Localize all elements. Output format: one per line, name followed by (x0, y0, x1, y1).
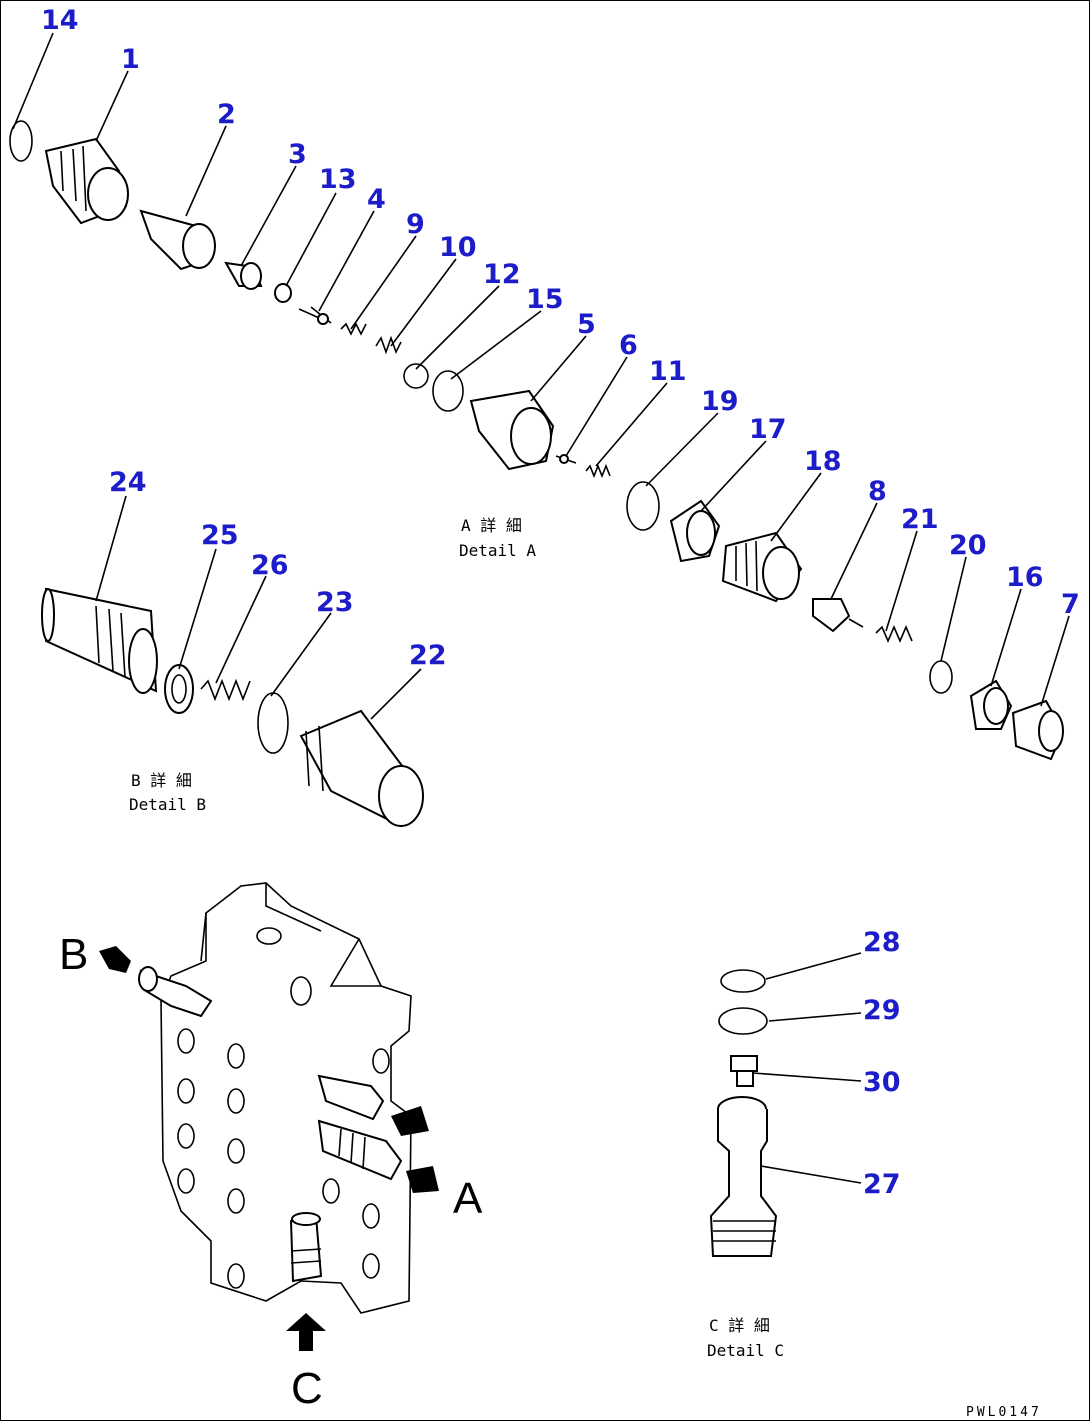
part-3-piston (224, 261, 263, 290)
part-15-oring (432, 370, 464, 412)
detail-captions: A 詳 細 Detail A B 詳 細 Detail B C 詳 細 Deta… (129, 516, 784, 1360)
callout-11: 11 (649, 356, 687, 387)
part-13-ring (274, 283, 292, 303)
detail-b-parts (41, 587, 424, 828)
detail-c-en: Detail C (707, 1341, 784, 1360)
part-12-ring (403, 363, 429, 389)
callout-18: 18 (804, 446, 842, 477)
part-29-oring (718, 1007, 768, 1035)
callout-20: 20 (949, 530, 987, 561)
callout-5: 5 (577, 309, 596, 340)
part-19-oring (626, 481, 660, 531)
part-27-valve-body (709, 1096, 778, 1257)
callout-14: 14 (41, 5, 79, 36)
part-2-sleeve (139, 209, 216, 271)
part-20-oring (929, 660, 953, 694)
callout-12: 12 (483, 259, 521, 290)
part-7-plug (1011, 699, 1065, 761)
callout-8: 8 (868, 476, 887, 507)
callout-22: 22 (409, 640, 447, 671)
detail-a-jp: A 詳 細 (461, 516, 522, 535)
drawing-code: PWL0147 (966, 1405, 1042, 1420)
part-30-plug (730, 1055, 758, 1087)
part-22-plug (299, 709, 424, 828)
part-26-spring (200, 678, 251, 702)
detail-c-parts (709, 969, 778, 1257)
part-25-retainer (164, 664, 194, 714)
view-label-c: C (291, 1364, 323, 1413)
arrow-a-lower-icon (406, 1166, 439, 1193)
part-9-spring (340, 322, 367, 336)
callout-numbers: 14 1 2 3 13 4 9 10 12 15 5 6 11 19 17 18… (41, 5, 1080, 1200)
part-14-oring (9, 120, 33, 162)
arrow-b-icon (99, 946, 131, 973)
part-5-housing (469, 389, 555, 471)
callout-27: 27 (863, 1169, 901, 1200)
part-10-spring (375, 335, 402, 355)
callout-24: 24 (109, 467, 147, 498)
callout-9: 9 (406, 209, 425, 240)
callout-2: 2 (217, 99, 236, 130)
callout-3: 3 (288, 139, 307, 170)
callout-29: 29 (863, 995, 901, 1026)
callout-23: 23 (316, 587, 354, 618)
view-label-a: A (453, 1174, 483, 1223)
callout-6: 6 (619, 330, 638, 361)
callout-4: 4 (367, 184, 386, 215)
part-16-nut (969, 679, 1013, 730)
part-28-oring (720, 969, 766, 993)
view-labels: B A C (59, 930, 483, 1413)
part-8-poppet (812, 598, 864, 633)
callout-15: 15 (526, 284, 564, 315)
part-21-spring (875, 624, 913, 644)
detail-a-en: Detail A (459, 541, 536, 560)
view-arrows (99, 946, 439, 1351)
callout-25: 25 (201, 520, 239, 551)
detail-a-parts (9, 120, 1065, 761)
part-17-nut (669, 499, 721, 563)
callout-26: 26 (251, 550, 289, 581)
callout-28: 28 (863, 927, 901, 958)
arrow-a-upper-icon (391, 1106, 429, 1136)
part-11-spring (585, 463, 611, 479)
control-valve-assembly (138, 882, 412, 1314)
callout-17: 17 (749, 414, 787, 445)
detail-c-jp: C 詳 細 (709, 1316, 770, 1335)
callout-13: 13 (319, 164, 357, 195)
part-24-spool (41, 587, 158, 694)
part-18-cartridge (721, 531, 803, 603)
part-1-body (44, 137, 129, 225)
arrow-c-icon (286, 1313, 326, 1351)
part-23-oring (257, 692, 289, 754)
callout-19: 19 (701, 386, 739, 417)
view-label-b: B (59, 930, 88, 979)
detail-b-en: Detail B (129, 795, 206, 814)
callout-10: 10 (439, 232, 477, 263)
callout-1: 1 (121, 44, 140, 75)
callout-21: 21 (901, 504, 939, 535)
leader-lines (12, 32, 1070, 1184)
callout-16: 16 (1006, 562, 1044, 593)
callout-30: 30 (863, 1067, 901, 1098)
detail-b-jp: B 詳 細 (131, 771, 192, 790)
callout-7: 7 (1061, 589, 1080, 620)
